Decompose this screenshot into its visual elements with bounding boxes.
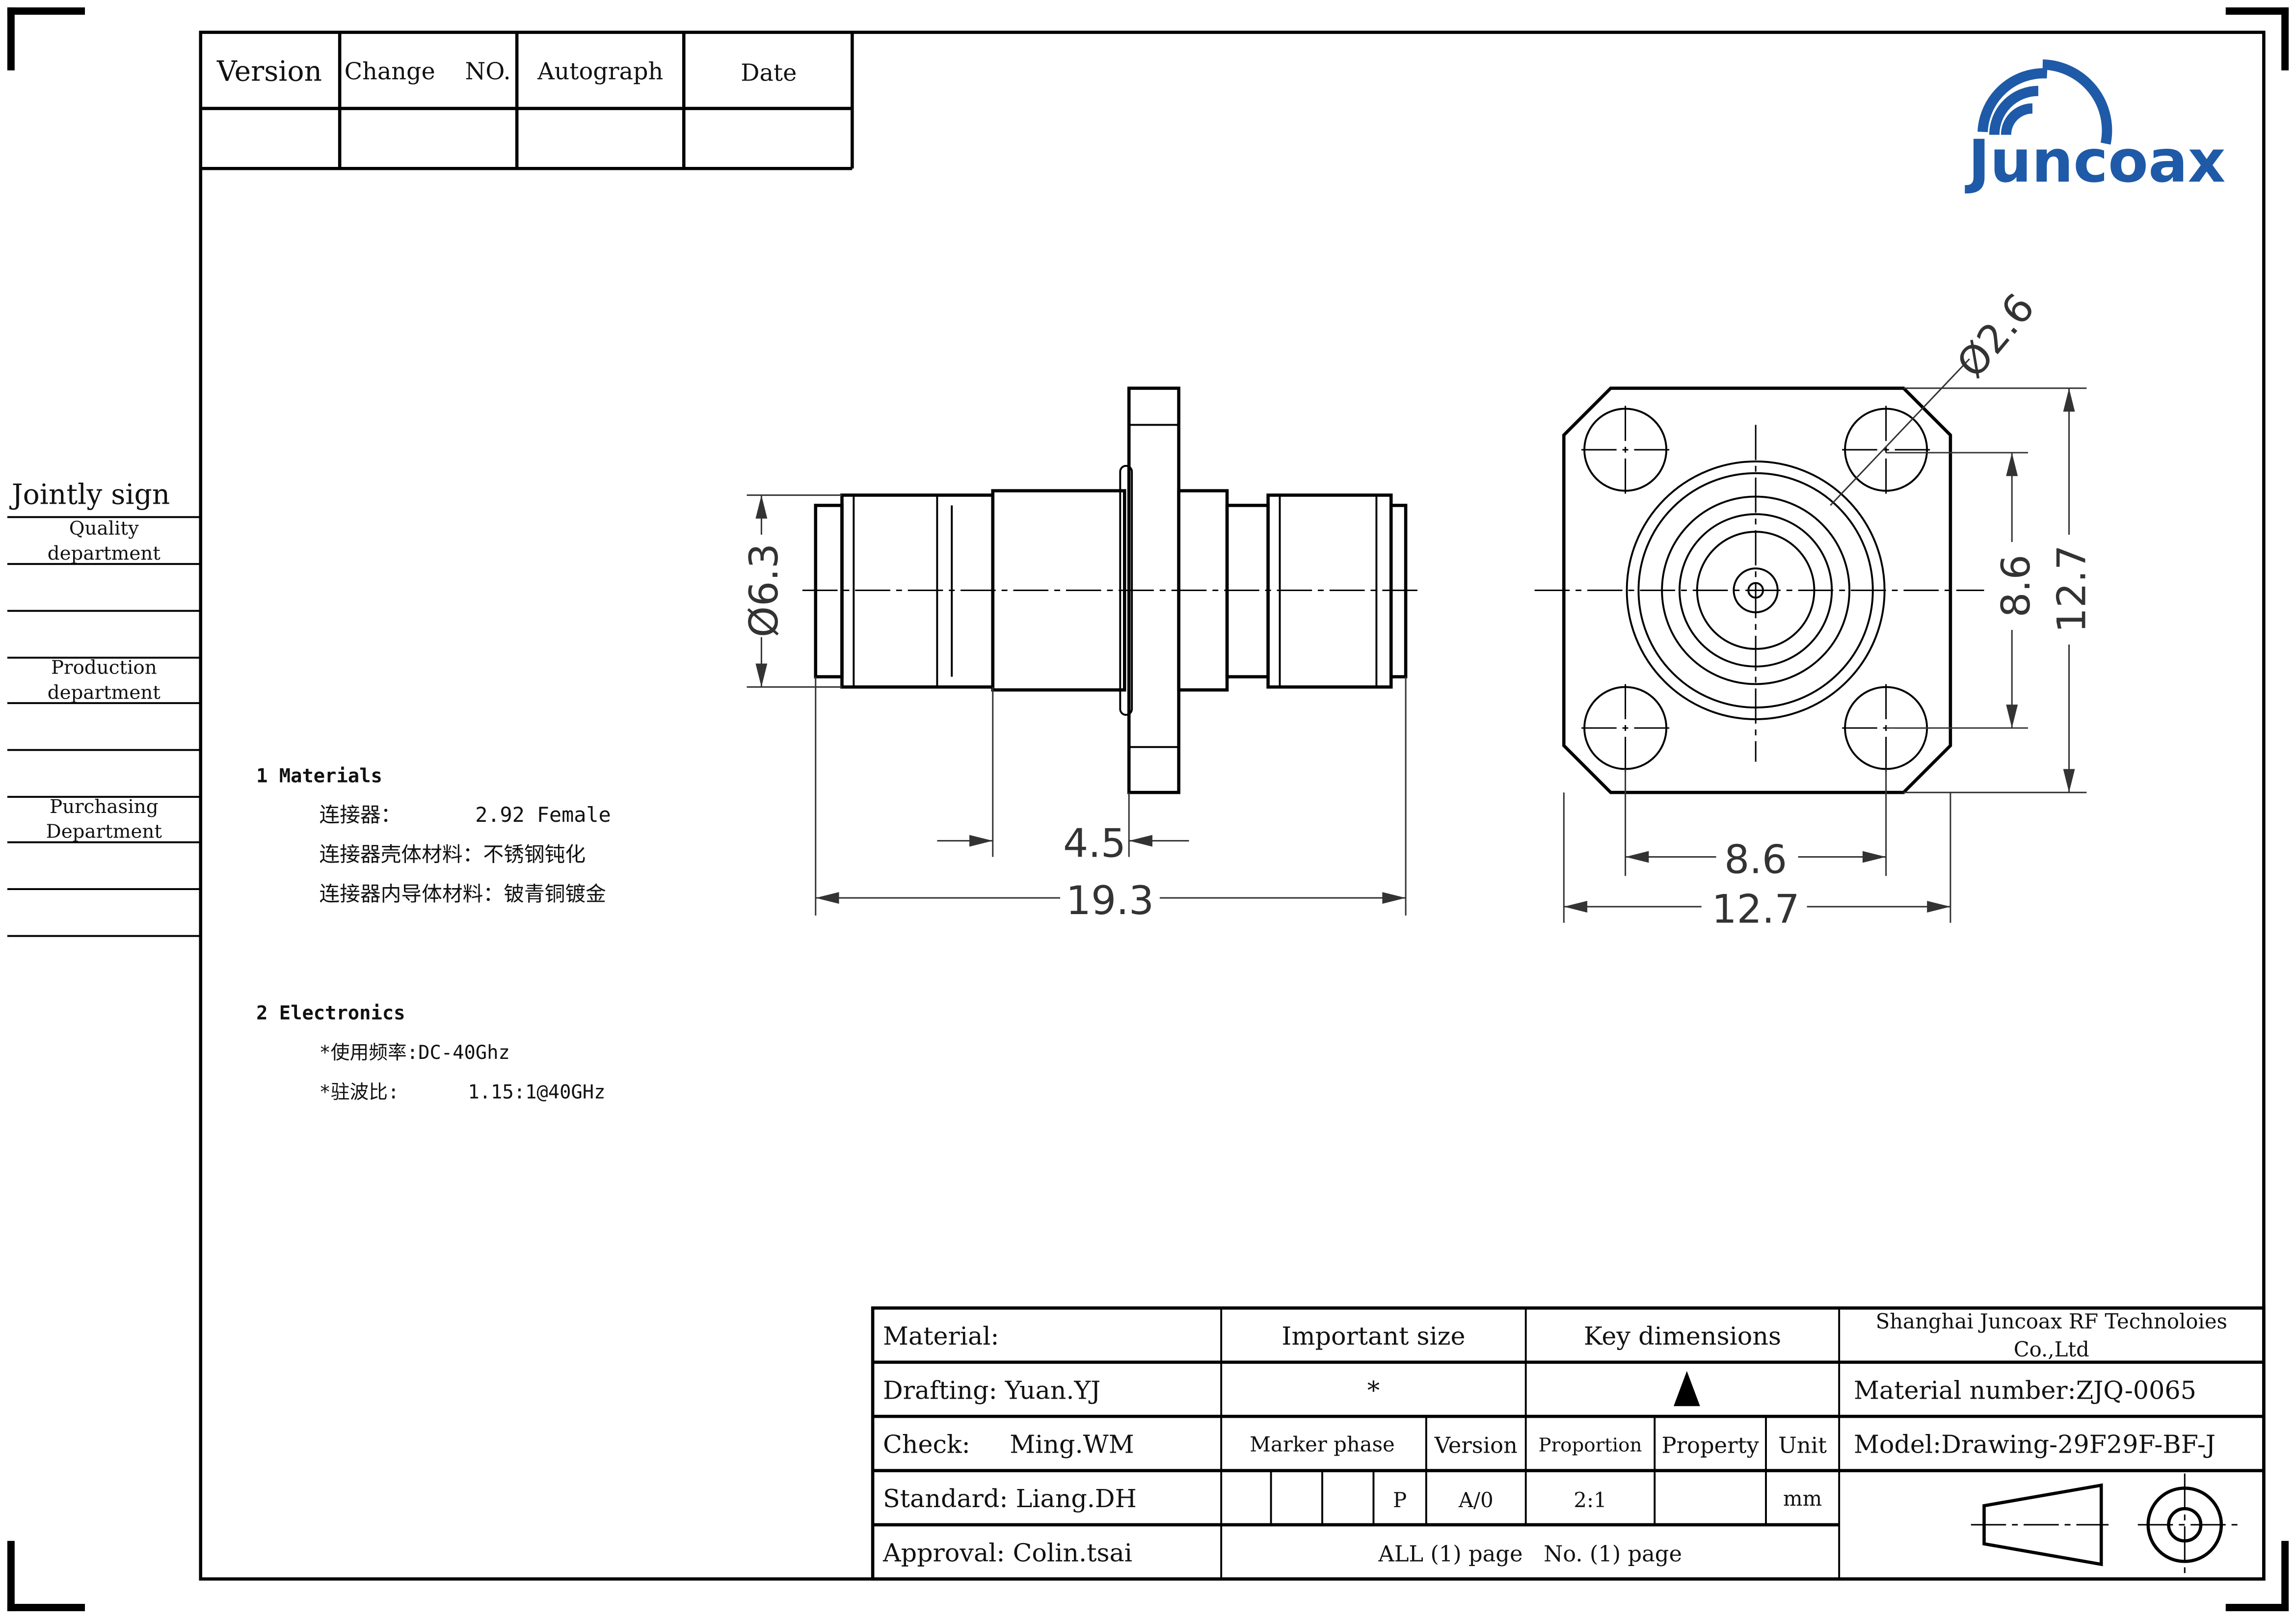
logo-text: Juncoax: [1965, 128, 2226, 196]
dept-quality-2: department: [48, 542, 160, 565]
dept-production: Production: [51, 657, 157, 679]
electronics-title: 2 Electronics: [256, 1002, 405, 1025]
tb-phase-value: P: [1393, 1488, 1407, 1512]
tb-version-value: A/0: [1458, 1488, 1494, 1512]
tb-standard: Standard: Liang.DH: [883, 1484, 1137, 1513]
tb-unit-value: mm: [1783, 1487, 1822, 1511]
rev-header-change: Change NO.: [345, 58, 511, 85]
projection-symbol-icon: [1971, 1473, 2241, 1576]
tb-marker-phase: Marker phase: [1250, 1433, 1394, 1457]
tb-property: Property: [1662, 1433, 1760, 1459]
dept-purchasing: Purchasing: [50, 796, 158, 818]
tb-proportion: Proportion: [1539, 1434, 1642, 1457]
tb-model: Model:Drawing-29F29F-BF-J: [1854, 1430, 2216, 1459]
material-connector: 连接器： 2.92 Female: [319, 803, 611, 827]
revision-table: Version Change NO. Autograph Date: [200, 32, 854, 170]
tb-drafting: Drafting: Yuan.YJ: [883, 1376, 1100, 1405]
tb-proportion-value: 2:1: [1574, 1488, 1606, 1512]
material-inner: 连接器内导体材料：铍青铜镀金: [319, 882, 606, 906]
tb-company-2: Co.,Ltd: [2014, 1337, 2089, 1361]
tb-important-mark: *: [1367, 1376, 1380, 1405]
electronics-frequency: *使用频率:DC-40Ghz: [319, 1042, 509, 1064]
title-block: Material: Important size Key dimensions …: [871, 1306, 2266, 1581]
electronics-vswr: *驻波比: 1.15:1@40GHz: [319, 1082, 605, 1104]
tb-material-number: Material number:ZJQ-0065: [1854, 1376, 2196, 1405]
dim-length: 19.3: [1066, 877, 1154, 923]
tb-check: Check: Ming.WM: [883, 1430, 1134, 1459]
dept-quality: Quality: [69, 517, 139, 540]
tb-key-dimensions: Key dimensions: [1584, 1322, 1781, 1351]
side-view: Ø6.3 4.5 19.3: [739, 386, 1423, 923]
tb-unit: Unit: [1778, 1433, 1827, 1459]
tb-important-size: Important size: [1281, 1322, 1465, 1351]
rev-header-version: Version: [216, 55, 322, 87]
tb-pages: ALL (1) page No. (1) page: [1378, 1541, 1682, 1567]
dim-hole-pitch-horizontal: 8.6: [1724, 836, 1787, 882]
tb-version: Version: [1434, 1433, 1518, 1459]
tb-approval: Approval: Colin.tsai: [882, 1539, 1132, 1568]
dim-side-diameter: Ø6.3: [741, 543, 787, 638]
tb-material: Material:: [883, 1322, 999, 1351]
jointly-sign-title: Jointly sign: [9, 478, 170, 511]
dim-width-vertical: 12.7: [2048, 545, 2094, 633]
jointly-sign-block: Jointly sign Quality department Producti…: [7, 478, 201, 937]
corner-marks: [7, 7, 2289, 1611]
notes: 1 Materials 连接器： 2.92 Female 连接器壳体材料：不锈钢…: [256, 765, 611, 1103]
dim-hole-pitch-vertical: 8.6: [1993, 554, 2039, 617]
dim-flange-offset: 4.5: [1063, 820, 1126, 866]
rev-header-autograph: Autograph: [537, 58, 663, 85]
rev-header-date: Date: [741, 59, 797, 86]
dim-hole-diameter: Ø2.6: [1948, 285, 2043, 386]
juncoax-logo: Juncoax: [1965, 59, 2226, 196]
tb-company: Shanghai Juncoax RF Technoloies: [1876, 1309, 2227, 1333]
materials-title: 1 Materials: [256, 765, 382, 787]
dim-width-horizontal: 12.7: [1711, 886, 1799, 932]
dept-purchasing-2: Department: [46, 821, 162, 843]
dept-production-2: department: [48, 681, 160, 703]
material-shell: 连接器壳体材料：不锈钢钝化: [319, 842, 586, 866]
key-dimension-triangle-icon: [1674, 1371, 1700, 1407]
front-view: 8.6 12.7 8.6 12.7 Ø2.6: [1534, 285, 2094, 932]
